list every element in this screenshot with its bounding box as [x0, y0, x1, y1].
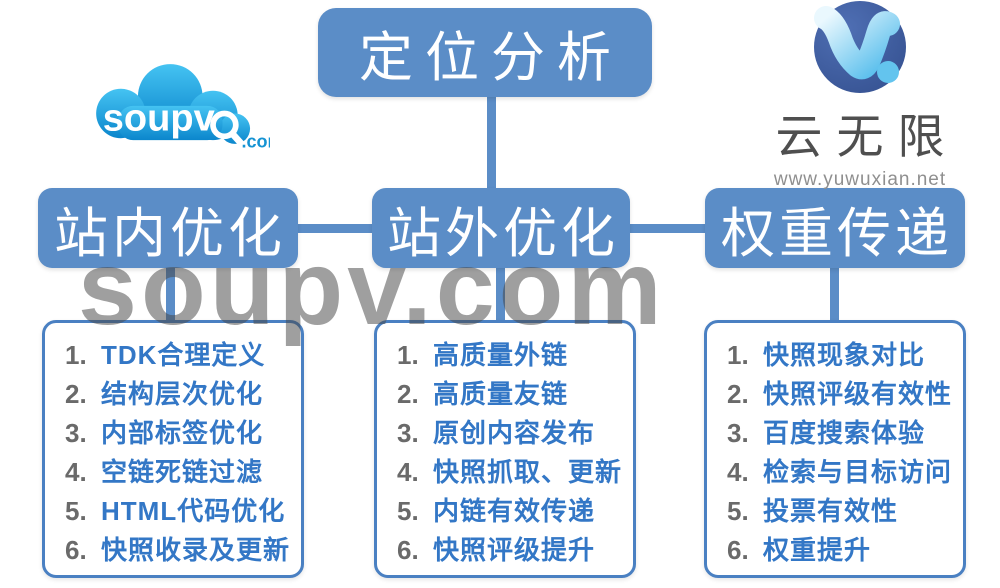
- header-onsite-label: 站内优化: [54, 203, 286, 264]
- item-text: HTML代码优化: [101, 496, 286, 526]
- item-text: 快照评级提升: [433, 535, 596, 565]
- item-number: 4.: [727, 457, 749, 487]
- connector-title-to-center: [487, 96, 496, 189]
- title-box: 定位分析: [318, 8, 652, 97]
- item-number: 6.: [65, 535, 87, 565]
- list-item: 6. 快照收录及更新: [65, 530, 301, 569]
- list-item: 4. 检索与目标访问: [727, 452, 963, 491]
- item-text: 快照抓取、更新: [433, 457, 623, 487]
- list-item: 3. 百度搜索体验: [727, 413, 963, 452]
- list-item: 5. 投票有效性: [727, 491, 963, 530]
- item-number: 3.: [727, 418, 749, 448]
- header-box-offsite: 站外优化: [372, 188, 630, 268]
- item-number: 1.: [727, 340, 749, 370]
- item-text: 快照收录及更新: [101, 535, 291, 565]
- soupv-logo: soupv .com: [96, 64, 271, 152]
- item-number: 6.: [397, 535, 419, 565]
- item-number: 2.: [397, 379, 419, 409]
- item-text: 空链死链过滤: [101, 457, 264, 487]
- header-offsite-label: 站外优化: [387, 203, 619, 264]
- item-text: 结构层次优化: [101, 379, 264, 409]
- list-item: 2. 结构层次优化: [65, 374, 301, 413]
- connector-center-right: [628, 224, 707, 233]
- yuwuxian-brand: 云无限: [775, 110, 959, 163]
- page-title: 定位分析: [359, 28, 623, 88]
- item-text: 百度搜索体验: [763, 418, 926, 448]
- yuwuxian-logo-icon: [814, 1, 906, 93]
- yuwuxian-logo: 云无限 www.yuwuxian.net: [760, 0, 960, 190]
- list-item: 5. HTML代码优化: [65, 491, 301, 530]
- item-text: 快照现象对比: [763, 340, 926, 370]
- item-number: 1.: [65, 340, 87, 370]
- item-text: 检索与目标访问: [763, 457, 953, 487]
- item-number: 1.: [397, 340, 419, 370]
- header-weight-label: 权重传递: [721, 203, 953, 264]
- list-item: 1. 快照现象对比: [727, 335, 963, 374]
- connector-left-center: [296, 224, 374, 233]
- list-item: 6. 权重提升: [727, 530, 963, 569]
- item-number: 3.: [65, 418, 87, 448]
- list-item: 4. 空链死链过滤: [65, 452, 301, 491]
- item-text: 高质量外链: [433, 340, 569, 370]
- item-number: 4.: [65, 457, 87, 487]
- connector-center-down: [496, 266, 505, 323]
- item-number: 2.: [727, 379, 749, 409]
- list-item: 3. 内部标签优化: [65, 413, 301, 452]
- list-item: 2. 快照评级有效性: [727, 374, 963, 413]
- yuwuxian-url: www.yuwuxian.net: [773, 169, 947, 190]
- header-box-weight: 权重传递: [705, 188, 965, 268]
- item-number: 3.: [397, 418, 419, 448]
- item-text: 原创内容发布: [433, 418, 596, 448]
- item-text: 权重提升: [763, 535, 872, 565]
- soupv-logo-tld: .com: [242, 132, 271, 152]
- item-text: TDK合理定义: [101, 340, 266, 370]
- header-box-onsite: 站内优化: [38, 188, 298, 268]
- list-item: 5. 内链有效传递: [397, 491, 633, 530]
- item-text: 内部标签优化: [101, 418, 264, 448]
- connector-right-down: [830, 266, 839, 323]
- item-text: 快照评级有效性: [763, 379, 953, 409]
- item-text: 投票有效性: [763, 496, 899, 526]
- magnifier-icon: [210, 110, 246, 149]
- list-item: 6. 快照评级提升: [397, 530, 633, 569]
- list-box-onsite: 1. TDK合理定义 2. 结构层次优化 3. 内部标签优化 4. 空链死链过滤 5. H…: [42, 320, 304, 578]
- item-number: 2.: [65, 379, 87, 409]
- list-box-offsite: 1. 高质量外链 2. 高质量友链 3. 原创内容发布 4. 快照抓取、更新 5. 内链有…: [374, 320, 636, 578]
- item-number: 4.: [397, 457, 419, 487]
- item-text: 内链有效传递: [433, 496, 596, 526]
- list-item: 3. 原创内容发布: [397, 413, 633, 452]
- soupv-logo-text: soupv: [103, 98, 215, 140]
- list-box-weight: 1. 快照现象对比 2. 快照评级有效性 3. 百度搜索体验 4. 检索与目标访问 5.…: [704, 320, 966, 578]
- item-text: 高质量友链: [433, 379, 569, 409]
- item-number: 5.: [65, 496, 87, 526]
- item-number: 6.: [727, 535, 749, 565]
- list-item: 1. 高质量外链: [397, 335, 633, 374]
- connector-left-down: [166, 266, 175, 323]
- list-item: 1. TDK合理定义: [65, 335, 301, 374]
- list-item: 4. 快照抓取、更新: [397, 452, 633, 491]
- item-number: 5.: [397, 496, 419, 526]
- list-item: 2. 高质量友链: [397, 374, 633, 413]
- item-number: 5.: [727, 496, 749, 526]
